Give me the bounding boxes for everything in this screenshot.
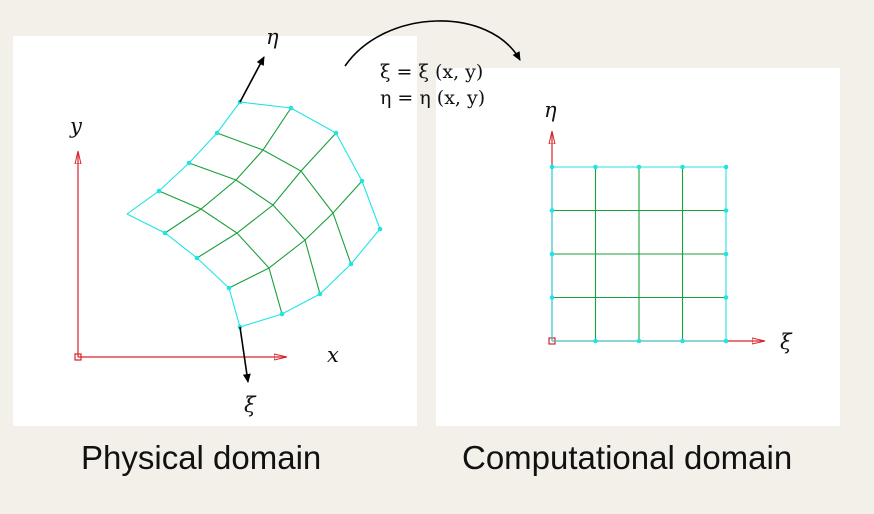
- physical-caption: Physical domain: [81, 439, 321, 476]
- physical-grid-line: [164, 107, 292, 234]
- computational-panel: [436, 68, 840, 426]
- physical-y-label: y: [69, 114, 83, 138]
- computational-boundary-node: [680, 164, 685, 170]
- mapping-arrow: [344, 20, 521, 67]
- physical-eta-label: η: [266, 25, 279, 49]
- computational-boundary-node: [680, 338, 685, 344]
- physical-boundary-node: [333, 130, 339, 136]
- physical-boundary-node: [348, 261, 354, 267]
- computational-boundary-node: [549, 208, 555, 213]
- physical-origin-marker: [74, 353, 82, 361]
- physical-x-label: x: [327, 343, 339, 367]
- physical-boundary-node: [377, 226, 383, 232]
- computational-boundary-node: [723, 295, 729, 300]
- mapping-equation-2: η = η (x, y): [380, 87, 485, 109]
- physical-eta-arrow: [239, 56, 265, 103]
- computational-boundary-node: [723, 164, 729, 170]
- physical-boundary-node: [162, 230, 168, 236]
- computational-xi-label: ξ: [780, 330, 793, 354]
- computational-grid: [549, 164, 729, 344]
- computational-boundary-node: [723, 251, 729, 257]
- physical-boundary-node: [288, 105, 294, 111]
- computational-boundary-node: [549, 164, 555, 170]
- physical-panel: [13, 36, 417, 426]
- physical-xi-label: ξ: [244, 393, 257, 417]
- computational-boundary-node: [549, 251, 555, 257]
- computational-eta-label: η: [544, 98, 557, 122]
- computational-boundary-node: [549, 295, 555, 300]
- computational-boundary-node: [723, 208, 729, 213]
- physical-boundary-node: [359, 178, 365, 184]
- physical-boundary-node: [186, 160, 192, 166]
- computational-boundary-node: [636, 338, 642, 344]
- computational-boundary-node: [636, 164, 642, 170]
- computational-boundary-node: [723, 338, 729, 344]
- physical-grid: [126, 99, 383, 330]
- physical-boundary-node: [194, 255, 200, 261]
- computational-caption: Computational domain: [462, 439, 792, 476]
- computational-boundary-node: [593, 338, 598, 344]
- physical-axes: [75, 152, 286, 360]
- physical-boundary-node: [317, 291, 323, 297]
- physical-boundary-node: [156, 188, 162, 194]
- physical-grid-line: [196, 132, 337, 259]
- physical-xi-arrow: [239, 326, 251, 383]
- computational-boundary-node: [593, 164, 598, 170]
- mapping-equation-1: ξ = ξ (x, y): [380, 61, 483, 83]
- physical-boundary-node: [226, 285, 232, 291]
- physical-grid-line: [228, 180, 363, 289]
- physical-boundary-node: [279, 311, 285, 317]
- physical-boundary-node: [214, 130, 220, 136]
